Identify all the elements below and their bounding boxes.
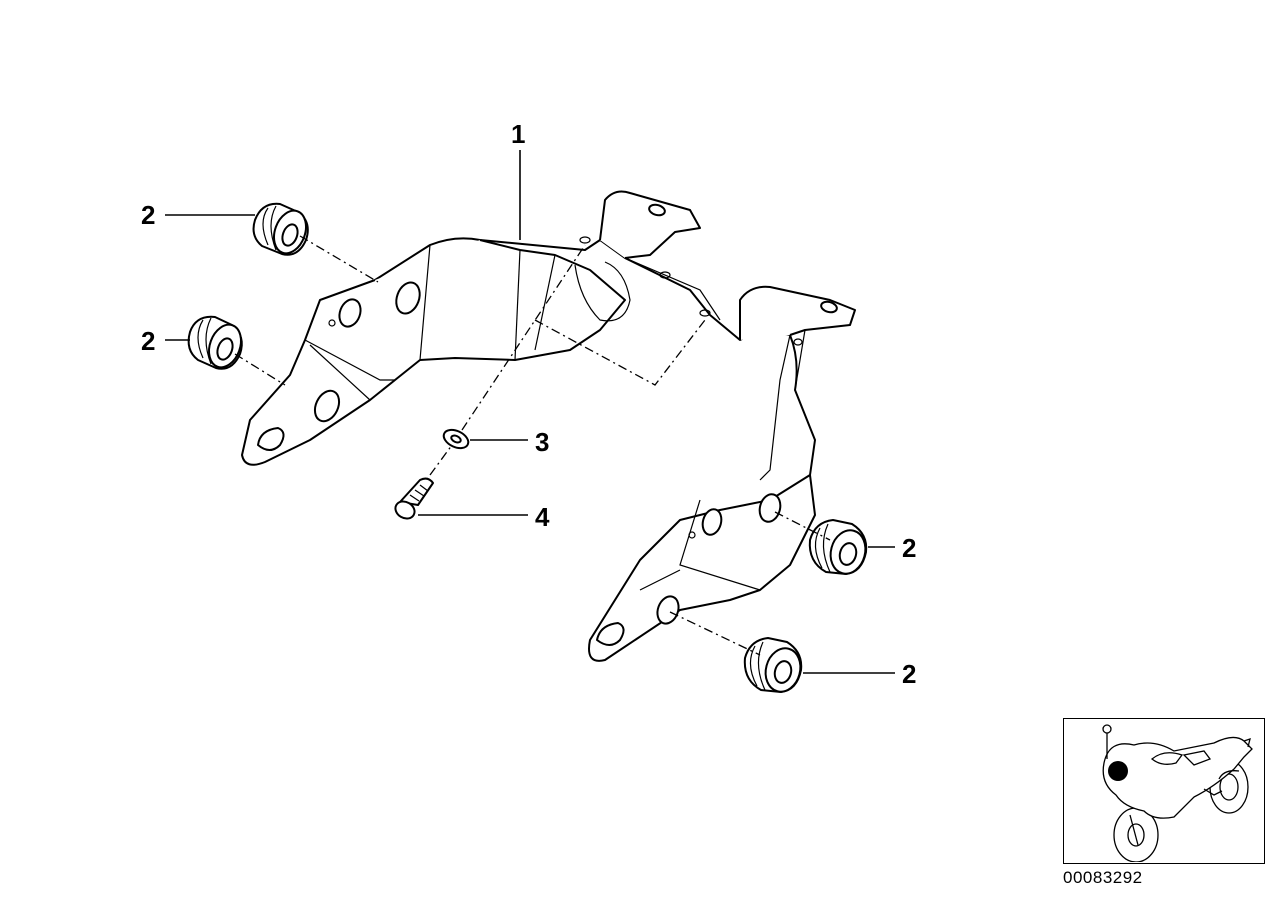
callout-washer: 3 xyxy=(535,427,549,457)
callout-grommet-top-left: 2 xyxy=(141,200,155,230)
washer-part-3[interactable] xyxy=(441,426,471,451)
grommet-mid-left[interactable] xyxy=(187,315,247,372)
leader-lines xyxy=(165,150,895,674)
locator-dot xyxy=(1108,761,1128,781)
callout-grommet-mid-right: 2 xyxy=(902,533,916,563)
locator-inset xyxy=(1063,718,1265,864)
grommet-top-left[interactable] xyxy=(252,202,312,258)
drawing-number: 00083292 xyxy=(1063,868,1143,887)
callout-grommet-bottom-right: 2 xyxy=(902,659,916,689)
callout-screw: 4 xyxy=(535,502,550,532)
grommet-bottom-right[interactable] xyxy=(743,637,805,696)
screw-part-4[interactable] xyxy=(392,477,434,522)
motorcycle-locator-icon xyxy=(1102,724,1253,863)
bracket-part-1[interactable] xyxy=(241,190,856,662)
callout-grommet-mid-left: 2 xyxy=(141,326,155,356)
callout-bracket: 1 xyxy=(511,119,525,149)
assembly-lines xyxy=(234,235,831,656)
grommet-mid-right[interactable] xyxy=(808,519,870,578)
